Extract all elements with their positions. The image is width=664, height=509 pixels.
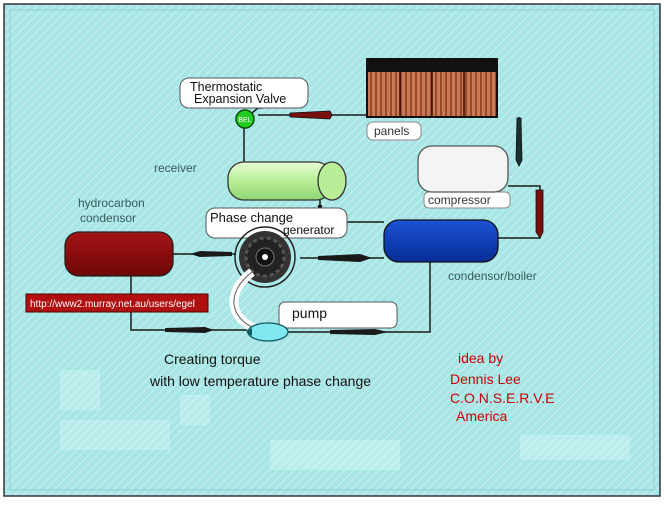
pump-label: pump [292,305,327,321]
valve-label-line2: Expansion Valve [194,92,286,106]
condensor-boiler [383,219,499,263]
solar-panels [366,58,498,118]
hydrocarbon-label-line2: condensor [80,211,136,225]
receiver-label: receiver [154,161,197,175]
pump [246,322,289,342]
caption-line1: Creating torque [164,351,261,367]
condensor-boiler-label: condensor/boiler [448,269,537,283]
expansion-valve: BEL [235,109,255,129]
ghost-shapes [60,370,630,470]
hydrocarbon-condensor [64,231,174,277]
credit-line3: C.O.N.S.E.R.V.E [450,390,555,406]
valve-symbol-text: BEL [238,117,251,124]
valve-label-line1: Thermostatic [190,80,262,94]
credit-line2: Dennis Lee [450,371,521,387]
caption-line2: with low temperature phase change [149,373,371,389]
phase-change-label-line2: generator [283,223,334,237]
receiver-tank [227,161,347,201]
valve-label-box [179,77,309,109]
panels-label-box [366,121,422,141]
pump-label-box [278,301,398,329]
compressor-label: compressor [428,193,491,207]
compressor [417,145,509,193]
inner-border [9,9,655,491]
credit-line1: idea by [458,350,503,366]
url-text[interactable]: http://www2.murray.net.au/users/egel [30,299,195,310]
credit-line4: America [456,408,508,424]
phase-change-generator [234,226,296,288]
hydrocarbon-label-line1: hydrocarbon [78,196,145,210]
url-bar[interactable] [25,293,209,313]
panels-label: panels [374,124,409,138]
phase-change-label-line1: Phase change [210,210,293,225]
return-tube-outline [233,271,259,331]
